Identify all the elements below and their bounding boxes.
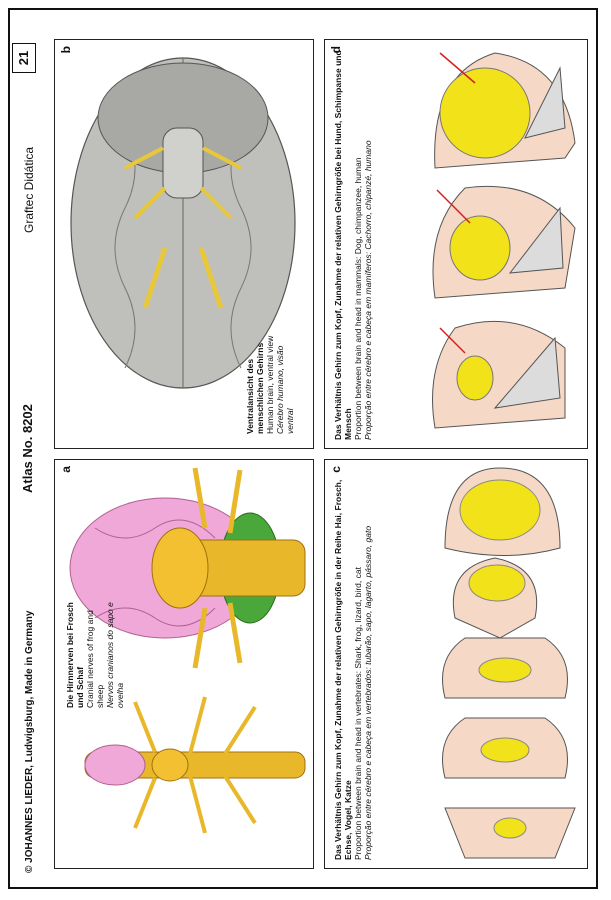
mammal-skulls-illustration bbox=[432, 52, 576, 429]
caption-a: Die Hirnnerven bei Frosch und Schaf Cran… bbox=[65, 598, 125, 708]
panel-c: c Das Verhältnis Gehirn zum Kopf, Zunahm… bbox=[324, 459, 588, 869]
plate-number: 21 bbox=[12, 43, 36, 73]
human-brain-illustration bbox=[70, 57, 296, 389]
panel-d: d Das Verhältnis Gehirn zum Kopf, Zunahm… bbox=[324, 39, 588, 449]
caption-b-portuguese: Cérebro humano, visão ventral bbox=[275, 345, 295, 434]
panel-b: b Ventralansicht des menschlichen Gehirn… bbox=[54, 39, 314, 449]
caption-b: Ventralansicht des menschlichen Gehirns … bbox=[245, 324, 295, 434]
vertebrate-series-illustration bbox=[442, 467, 576, 859]
panel-a: a Die Hirnnerven bei Frosch und bbox=[54, 459, 314, 869]
frog-sheep-illustration bbox=[69, 467, 306, 834]
caption-b-title: Ventralansicht des menschlichen Gehirns bbox=[245, 342, 265, 434]
copyright-text: © JOHANNES LIEDER, Ludwigsburg, Made in … bbox=[24, 610, 35, 873]
caption-a-english: Cranial nerves of frog and sheep bbox=[85, 610, 105, 708]
plate-header: © JOHANNES LIEDER, Ludwigsburg, Made in … bbox=[12, 33, 44, 873]
atlas-number: Atlas No. 8202 bbox=[20, 404, 35, 493]
plate-sheet: © JOHANNES LIEDER, Ludwigsburg, Made in … bbox=[10, 10, 596, 887]
publisher-name: Graftec Didática bbox=[22, 146, 36, 233]
caption-a-portuguese: Nervos cranianos do sapo e ovelha bbox=[105, 602, 125, 708]
plate-frame: © JOHANNES LIEDER, Ludwigsburg, Made in … bbox=[8, 8, 598, 889]
caption-a-title: Die Hirnnerven bei Frosch und Schaf bbox=[65, 602, 85, 708]
caption-b-english: Human brain, ventral view bbox=[265, 335, 275, 434]
